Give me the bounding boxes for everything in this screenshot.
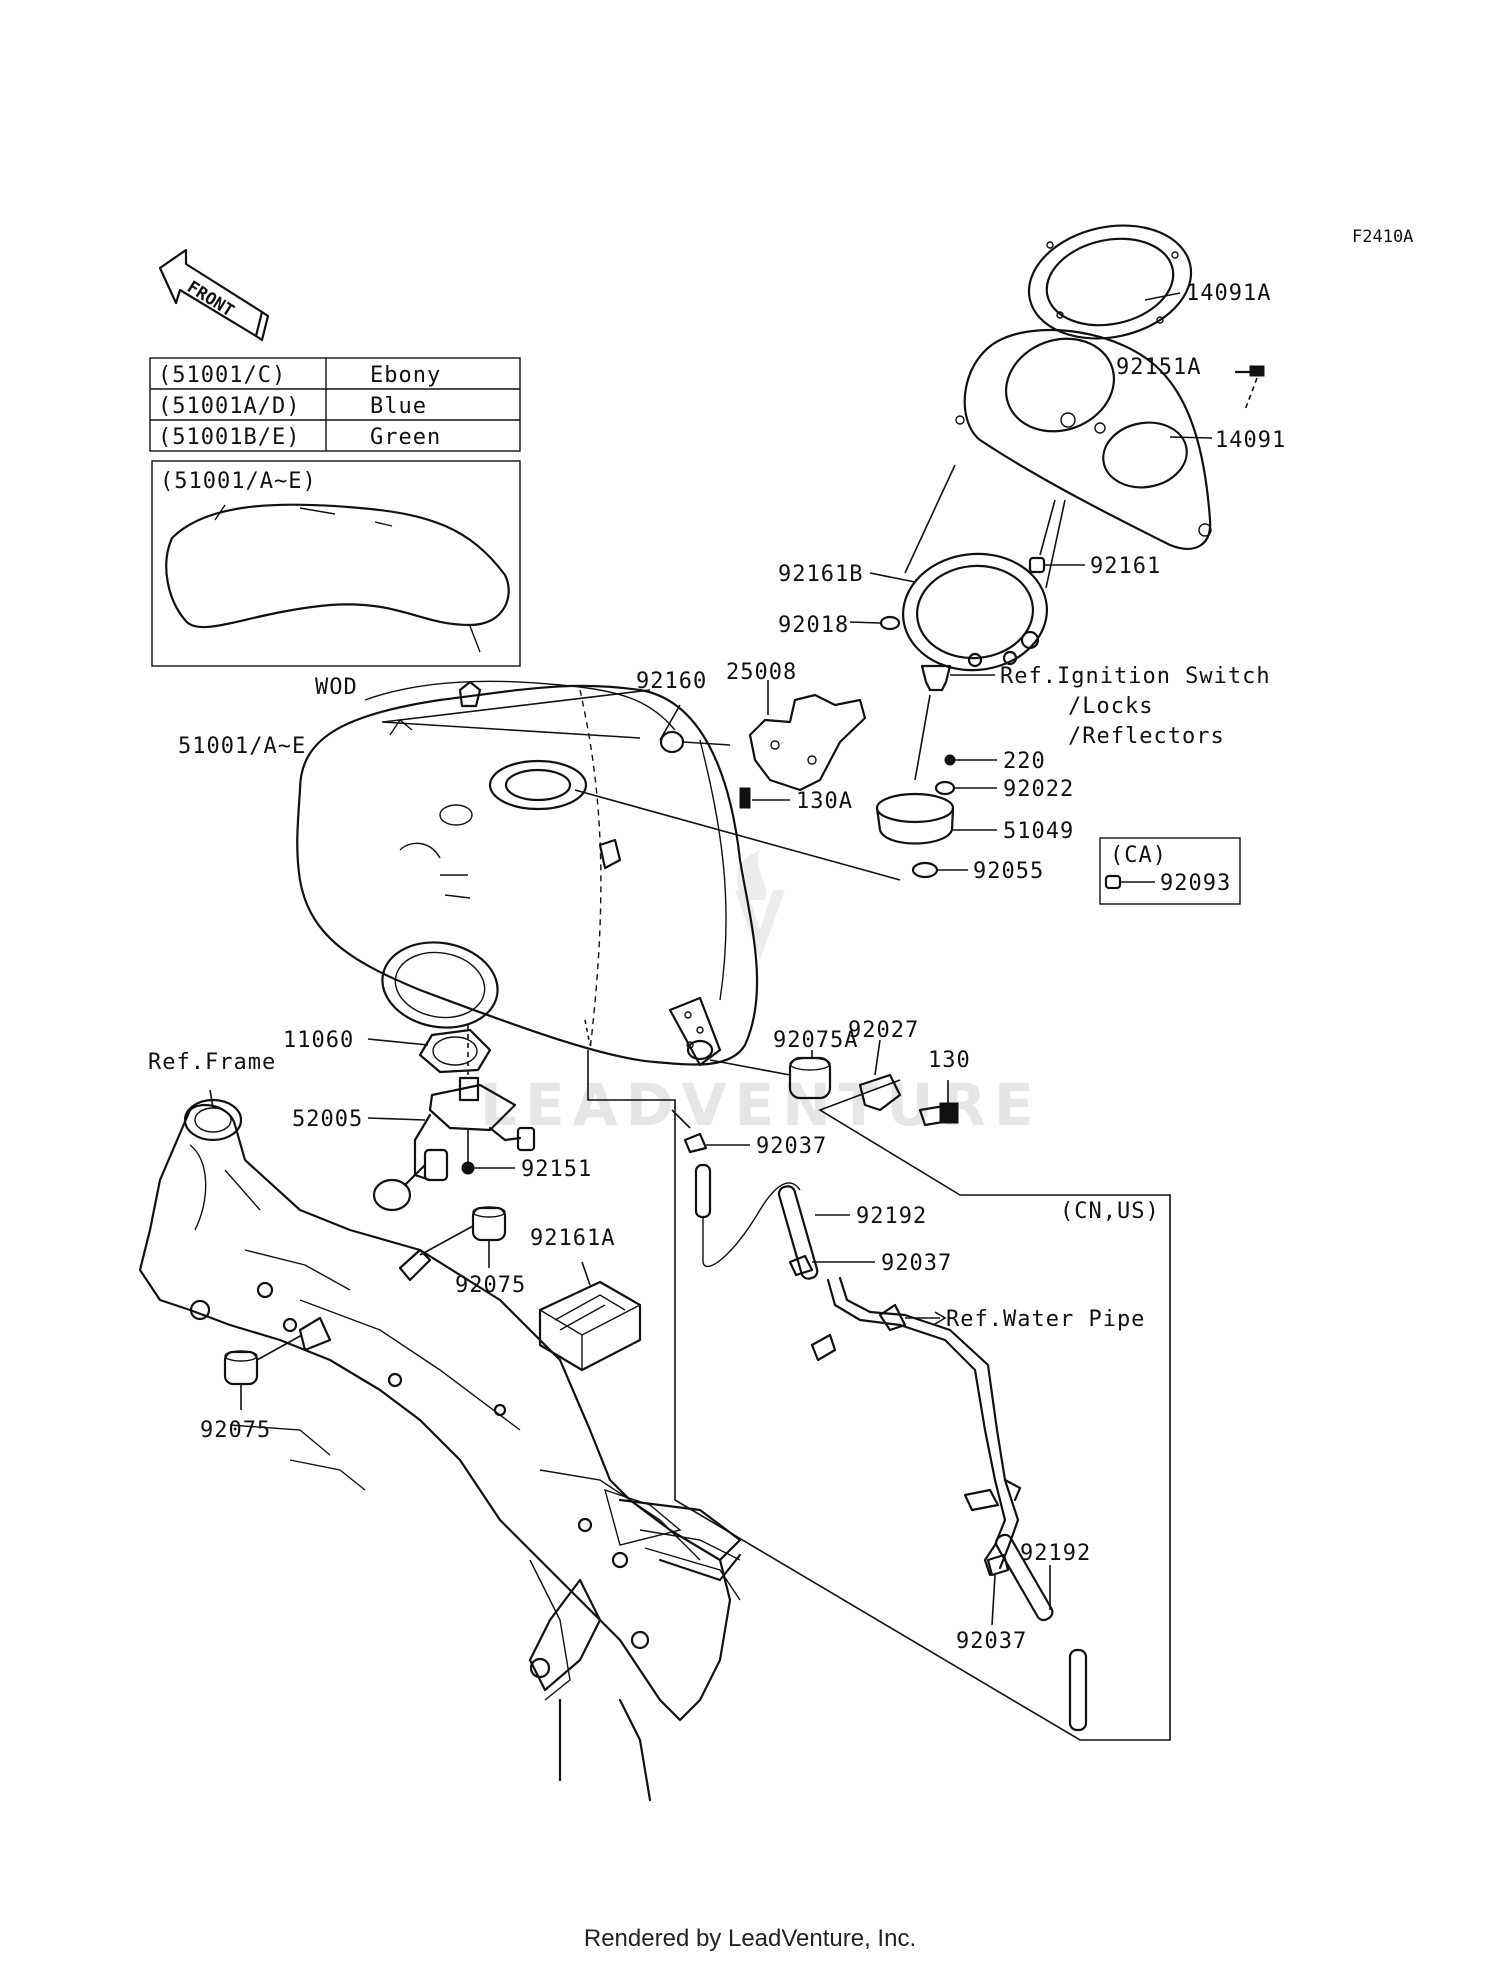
label-130A: 130A [796,789,853,814]
color-name: Blue [370,394,427,419]
label-92018: 92018 [778,613,849,638]
label-ref-reflectors: /Reflectors [1068,724,1225,749]
label-92151: 92151 [521,1157,592,1182]
part-labels: 14091A 92151A 14091 92161 92161B 92018 R… [148,281,1286,1654]
hose-92192-b [995,1533,1088,1732]
label-ref-locks: /Locks [1068,694,1153,719]
color-name: Ebony [370,363,441,388]
collar-92018 [849,615,901,631]
label-92075A: 92075A [773,1028,858,1053]
decal-box: (51001/A~E) WOD [151,460,521,700]
clamp-92037-b [788,1254,875,1277]
label-ref-water-pipe: Ref.Water Pipe [946,1307,1145,1332]
clamp-92037-c [986,1553,1010,1626]
hose-92192-a [694,1163,850,1280]
bolt-130A [739,787,790,809]
label-92037: 92037 [881,1251,952,1276]
ignition-switch-ref [914,664,995,781]
screw-92151 [461,1130,515,1175]
color-table: (51001/C) Ebony (51001A/D) Blue (51001B/… [149,357,521,452]
pad-92161A [538,1261,642,1372]
label-92055: 92055 [973,859,1044,884]
label-92075: 92075 [455,1273,526,1298]
footer-credit: Rendered by LeadVenture, Inc. [583,1925,917,1952]
label-ref-frame: Ref.Frame [148,1050,276,1075]
label-130: 130 [928,1048,971,1073]
bolt-92151A [1234,365,1265,411]
fuel-cap-51049 [875,792,997,845]
ca-box: (CA) [1099,837,1241,905]
color-code: (51001/C) [158,363,286,388]
bracket-25008 [748,680,867,792]
frame-ref [138,1089,742,1802]
diagram-code: F2410A [1352,227,1413,247]
label-92161B: 92161B [778,562,863,587]
meter-cover-14091 [955,328,1213,550]
label-51049: 51049 [1003,819,1074,844]
damper-92075-lower [223,1316,332,1410]
grommet-92160 [659,704,731,754]
cn-us-region: (CN,US) [587,1050,1171,1741]
label-92037: 92037 [756,1134,827,1159]
label-92037: 92037 [956,1629,1027,1654]
collar-92027 [858,1039,902,1112]
label-92151A: 92151A [1116,355,1201,380]
label-14091: 14091 [1215,428,1286,453]
color-name: Green [370,425,441,450]
fuel-pump-52005 [367,1076,536,1212]
region-cn-us: (CN,US) [1060,1199,1160,1224]
screw-220 [944,754,997,766]
label-92093: 92093 [1160,871,1231,896]
label-92022: 92022 [1003,777,1074,802]
decal-caption: WOD [315,675,358,700]
clamp-92037-a [671,1109,750,1154]
label-220: 220 [1003,749,1046,774]
region-ca: (CA) [1110,843,1167,868]
fuel-tank-51001 [296,680,901,1067]
meter-gasket-14091A [1027,224,1193,340]
watermark: LEADVENTURE [480,850,1034,1139]
label-51001: 51001/A~E [178,734,306,759]
label-14091A: 14091A [1186,281,1271,306]
label-52005: 52005 [292,1107,363,1132]
damper-92075-upper [398,1206,507,1282]
front-arrow-label: FRONT [183,277,237,321]
label-11060: 11060 [283,1028,354,1053]
label-25008: 25008 [726,660,797,685]
label-92160: 92160 [636,669,707,694]
damper-92075A [709,1050,832,1100]
label-92075: 92075 [200,1418,271,1443]
label-ref-ignition: Ref.Ignition Switch [1000,664,1271,689]
label-92192: 92192 [1020,1541,1091,1566]
label-92192: 92192 [856,1204,927,1229]
meter-bracket-92161B [869,464,1066,672]
label-92161: 92161 [1090,554,1161,579]
color-code: (51001A/D) [158,394,300,419]
label-92027: 92027 [848,1018,919,1043]
washer-92022 [934,780,997,796]
gasket-11060 [367,1025,492,1075]
label-92161A: 92161A [530,1226,615,1251]
bolt-130 [918,1080,959,1127]
water-pipe-ref [810,1276,1022,1577]
color-code: (51001B/E) [158,425,300,450]
o-ring-92055 [911,861,968,879]
front-arrow-icon: FRONT [158,248,270,342]
decal-box-title: (51001/A~E) [160,469,317,494]
